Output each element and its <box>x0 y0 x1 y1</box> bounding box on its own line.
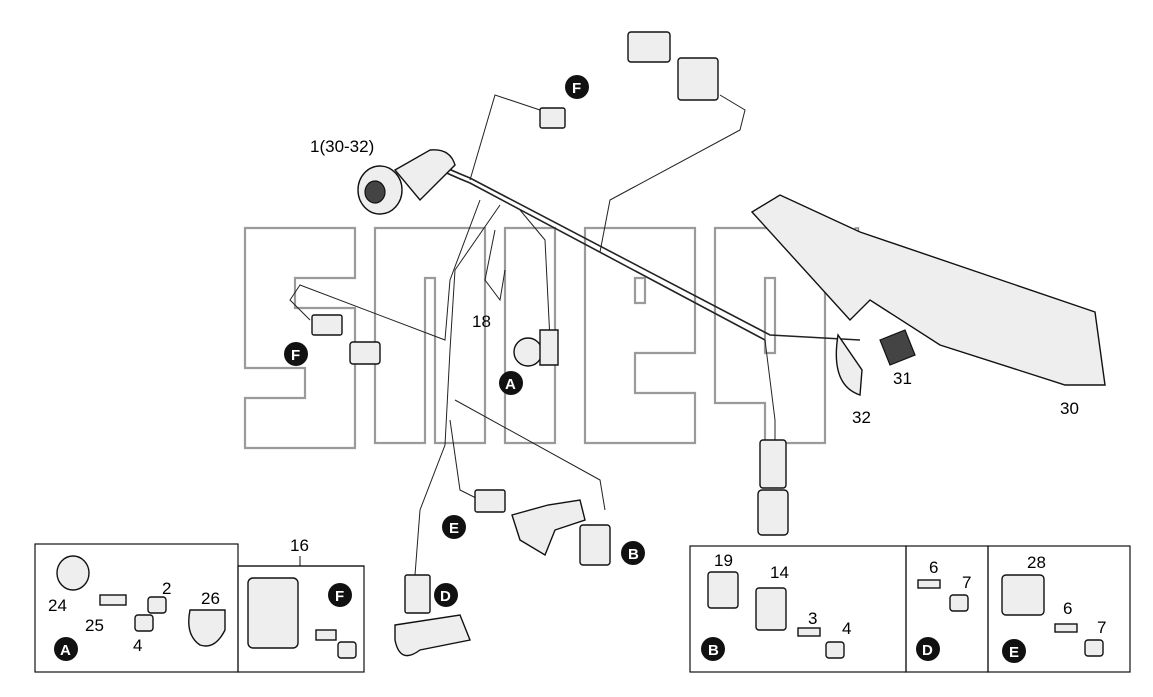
callout-main-harness: 1(30-32) <box>310 137 374 156</box>
badge-f-top: F <box>565 75 589 99</box>
sensor-bracket <box>511 499 586 557</box>
panel-a-label-25: 25 <box>85 616 104 635</box>
callout-32: 32 <box>852 408 871 427</box>
svg-text:F: F <box>572 80 581 97</box>
svg-text:F: F <box>291 347 300 364</box>
sensor-d <box>394 614 471 657</box>
connector-f-left <box>311 314 343 336</box>
panel-d-badge: D <box>922 642 933 659</box>
connector-e <box>474 489 506 513</box>
clip-31 <box>879 329 916 366</box>
panel-f-badge: F <box>335 588 344 605</box>
svg-text:D: D <box>440 588 451 605</box>
badge-e-center: E <box>442 515 466 539</box>
panel-e-label-7: 7 <box>1097 618 1106 637</box>
connector-top-right-2 <box>677 57 719 101</box>
panel-b-label-3: 3 <box>808 609 817 628</box>
panel-a-badge: A <box>60 642 71 659</box>
panel-a-label-26: 26 <box>201 589 220 608</box>
clip-32 <box>835 333 863 396</box>
svg-text:B: B <box>628 546 639 563</box>
panel-e-label-6: 6 <box>1063 599 1072 618</box>
connector-d <box>404 574 431 614</box>
panel-d-label-6: 6 <box>929 558 938 577</box>
panel-b-badge: B <box>708 642 719 659</box>
connector-top-right-1 <box>627 31 671 63</box>
badge-b-center: B <box>621 541 645 565</box>
callout-31: 31 <box>893 369 912 388</box>
bracket-plate-30 <box>750 194 1106 386</box>
panel-e: 28 6 7 E <box>987 545 1131 673</box>
panel-b-label-4: 4 <box>842 619 851 638</box>
connector-b <box>579 524 611 566</box>
callout-30: 30 <box>1060 399 1079 418</box>
panel-a-label-4: 4 <box>133 636 142 655</box>
badge-f-left: F <box>284 342 308 366</box>
panel-a: 24 25 2 4 26 A <box>34 543 239 673</box>
callout-18: 18 <box>472 312 491 331</box>
badge-a-center: A <box>499 371 523 395</box>
panel-a-label-2: 2 <box>162 579 171 598</box>
svg-text:E: E <box>449 520 459 537</box>
panel-f-label-16: 16 <box>290 536 309 555</box>
sensor-right <box>759 439 787 489</box>
svg-text:A: A <box>505 376 516 393</box>
badge-d-center: D <box>434 583 458 607</box>
panel-b-label-19: 19 <box>714 551 733 570</box>
panel-e-badge: E <box>1009 644 1019 661</box>
panel-f: 16 F <box>237 536 365 673</box>
panel-e-label-28: 28 <box>1027 553 1046 572</box>
panel-b-label-14: 14 <box>770 563 789 582</box>
panel-d: 6 7 D <box>905 545 989 673</box>
panel-a-label-24: 24 <box>48 596 67 615</box>
panel-b: 19 14 3 4 B <box>689 545 907 673</box>
connector-f-top <box>539 107 566 129</box>
main-harness <box>289 31 916 657</box>
connector-a-center <box>513 337 543 367</box>
panel-d-label-7: 7 <box>962 573 971 592</box>
